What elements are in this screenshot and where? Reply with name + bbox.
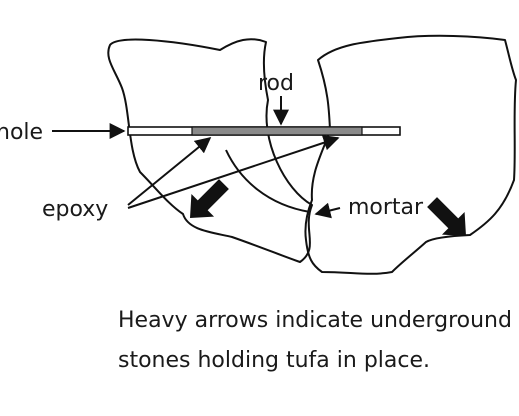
label-epoxy: epoxy [42, 197, 108, 222]
label-hole: hole [0, 120, 43, 145]
right-stone-outline [304, 34, 517, 275]
caption-line-2: stones holding tufa in place. [118, 348, 430, 373]
heavy-arrow-left [190, 179, 229, 218]
mortar-joint-line [225, 149, 311, 213]
epoxy-pointer-right [127, 134, 340, 209]
left-stone-outline [107, 38, 313, 263]
label-mortar: mortar [348, 195, 424, 220]
mortar-pointer [314, 202, 341, 219]
label-rod: rod [258, 71, 294, 96]
heavy-arrow-right [427, 197, 466, 236]
steel-rod [191, 126, 363, 136]
caption-line-1: Heavy arrows indicate underground [118, 308, 512, 333]
epoxy-pointer-left [127, 136, 212, 206]
